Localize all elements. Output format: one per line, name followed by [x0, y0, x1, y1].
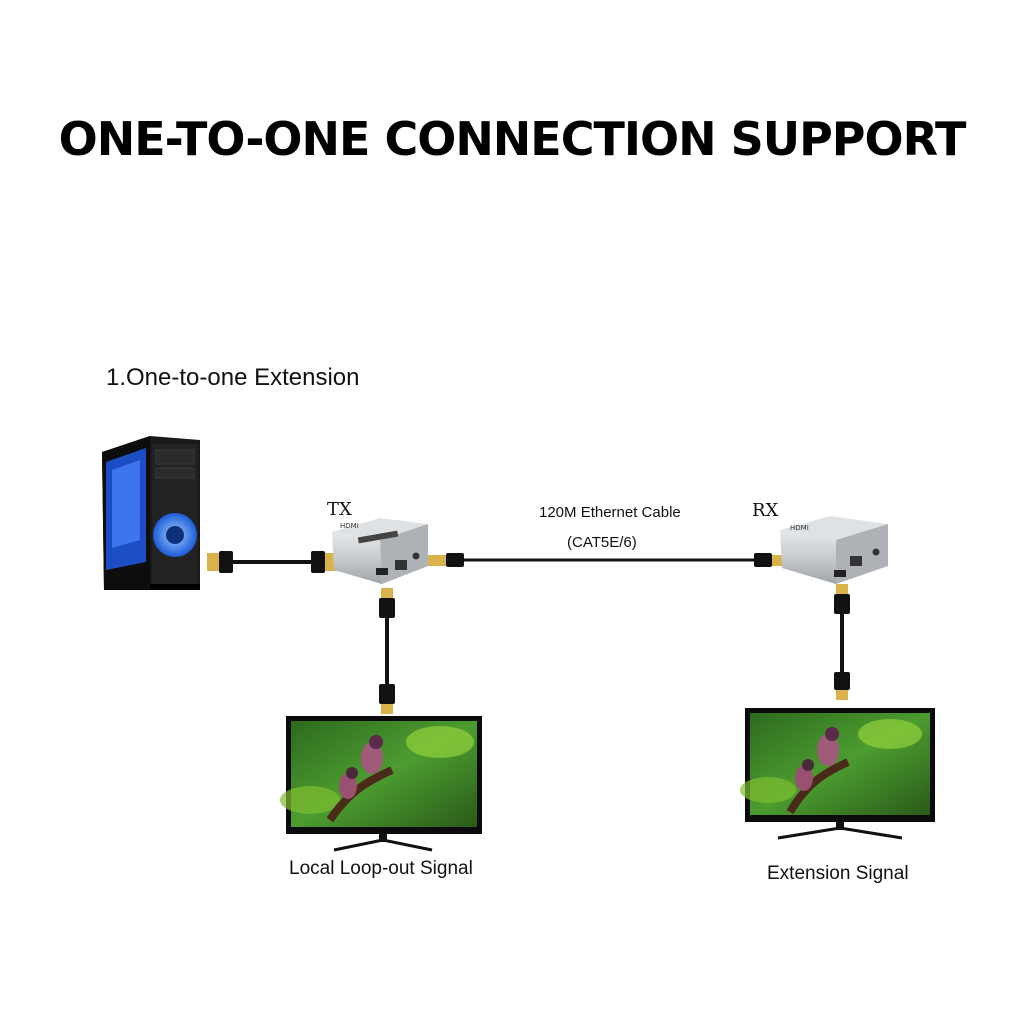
rx-label: RX [752, 500, 778, 521]
extension-signal-caption: Extension Signal [767, 863, 909, 885]
rx-logo: HDMI [790, 524, 809, 532]
hdmi-cable-rx-to-extension-tv [834, 584, 850, 700]
tx-label: TX [327, 499, 352, 520]
local-tv-icon [280, 716, 482, 850]
rx-device-icon: HDMI [780, 516, 888, 584]
tx-device-icon: HDMI [332, 518, 428, 584]
cable-name-label: 120M Ethernet Cable [539, 504, 681, 521]
hdmi-connector-icon [207, 553, 219, 571]
cable-type-label: (CAT5E/6) [567, 534, 637, 551]
local-loop-out-caption: Local Loop-out Signal [289, 858, 473, 880]
hdmi-cable-tx-to-local-tv [379, 588, 395, 714]
tx-logo: HDMI [340, 522, 359, 530]
extension-tv-icon [740, 708, 935, 838]
rj45-connector-icon [428, 555, 446, 566]
ethernet-cable [428, 553, 790, 567]
computer-tower-icon [102, 436, 200, 590]
hdmi-cable-pc-to-tx [207, 551, 337, 573]
